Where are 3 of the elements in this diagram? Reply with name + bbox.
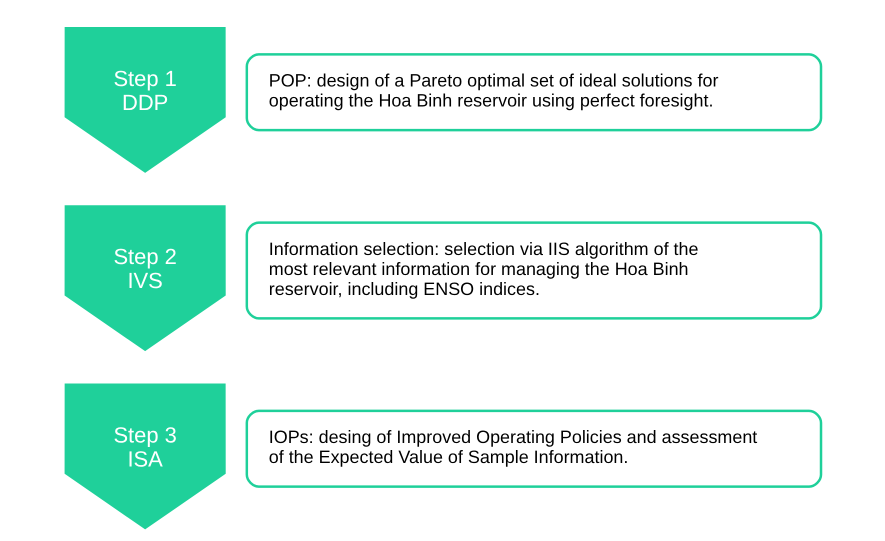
node-box: POP: design of a Pareto optimal set of ideal solutions for operating the Hoa Binh reservoir using perfect foresight. [245, 53, 822, 132]
node-box: Information selection: selection via IIS algorithm of the most relevant information for managing the Hoa Binh reservoir, including ENSO indices. [245, 221, 822, 320]
node-box: IOPs: desing of Improved Operating Policies and assessment of the Expected Value of Sample Information. [245, 410, 822, 488]
